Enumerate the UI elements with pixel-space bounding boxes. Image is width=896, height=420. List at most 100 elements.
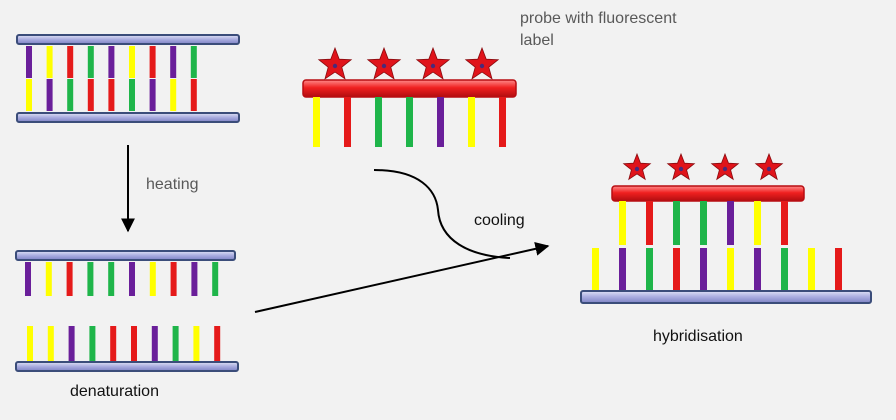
star-center-dot [766,166,772,172]
star-center-dot [722,166,728,172]
base-green [87,46,94,78]
base-yellow [193,326,200,361]
base-purple [46,79,53,111]
hybrid-probe-bases [619,201,788,245]
base-red [131,326,137,361]
base-red [110,326,117,361]
probe-base-green [673,201,680,245]
fluorescent-star-icon [622,152,652,181]
base-purple [129,262,135,296]
dsdna-group [16,34,240,123]
cooling-curve [373,169,511,259]
hybrid-stars [622,152,784,181]
cooling-label: cooling [474,212,525,229]
target-base-yellow [592,248,599,291]
probe-base-green [700,201,707,245]
base-red [87,79,94,111]
fluorescent-star-icon [710,152,740,181]
base-purple [68,326,75,361]
target-base-purple [754,248,761,291]
star-center-dot [634,166,640,172]
probe-base-red [344,97,351,147]
denaturation-label: denaturation [70,383,159,400]
dsdna-bases-top [26,46,197,78]
probe-bases [313,97,506,147]
base-purple [151,326,158,361]
base-yellow [27,326,33,361]
target-base-yellow [808,248,815,291]
base-green [172,326,179,361]
probe-base-red [499,97,506,147]
target-base-red [673,248,680,291]
fluorescent-star-icon [464,46,500,80]
probe-base-red [646,201,653,245]
base-red [214,326,221,361]
base-yellow [149,262,156,296]
base-green [89,326,96,361]
probe-label: probe with fluorescent label [520,10,677,49]
probe-base-purple [727,201,734,245]
fluorescent-star-icon [666,152,696,181]
dsdna-bases-bottom [26,79,197,111]
probe-base-yellow [468,97,475,147]
probe-bar [302,79,517,98]
probe-base-green [406,97,413,147]
base-green [212,262,219,296]
base-green [190,46,197,78]
target-base-green [646,248,653,291]
base-purple [191,262,198,296]
star-center-dot [678,166,684,172]
base-red [190,79,197,111]
base-yellow [129,46,135,78]
base-purple [26,46,32,78]
base-purple [170,46,177,78]
base-red [66,262,73,296]
fluorescent-star-icon [366,46,402,80]
fluorescent-star-icon [754,152,784,181]
dsdna-backbone-bottom [16,112,240,123]
denatured-backbone-top [15,250,236,261]
denatured-group [15,250,239,372]
target-base-green [781,248,788,291]
base-purple [25,262,31,296]
dsdna-backbone-top [16,34,240,45]
probe-base-yellow [313,97,320,147]
star-center-dot [479,63,485,69]
probe-base-green [375,97,382,147]
base-red [108,79,115,111]
probe-base-yellow [619,201,626,245]
base-yellow [46,46,53,78]
star-center-dot [381,63,387,69]
fluorescent-star-icon [317,46,353,80]
target-base-yellow [727,248,734,291]
denatured-bases-top [25,262,219,296]
hybrid-backbone [580,290,872,304]
target-base-red [835,248,842,291]
base-purple [108,46,115,78]
base-yellow [26,79,32,111]
probe-base-red [781,201,788,245]
denatured-backbone-bottom [15,361,239,372]
base-red [170,262,177,296]
base-purple [149,79,156,111]
base-yellow [47,326,54,361]
denatured-bases-bottom [27,326,221,361]
hybrid-probe-bar [611,185,805,202]
base-yellow [170,79,177,111]
target-base-purple [619,248,626,291]
probe-stars [317,46,500,80]
base-green [67,79,74,111]
heating-label: heating [146,176,199,193]
hybridisation-arrow [254,241,550,313]
base-green [129,79,135,111]
base-green [87,262,94,296]
hybrid-target-bases [592,248,842,291]
fluorescent-star-icon [415,46,451,80]
hybridisation-label: hybridisation [653,328,743,345]
star-center-dot [332,63,338,69]
star-center-dot [430,63,436,69]
base-red [149,46,156,78]
probe-group [302,46,517,147]
hybrid-group [580,152,872,304]
